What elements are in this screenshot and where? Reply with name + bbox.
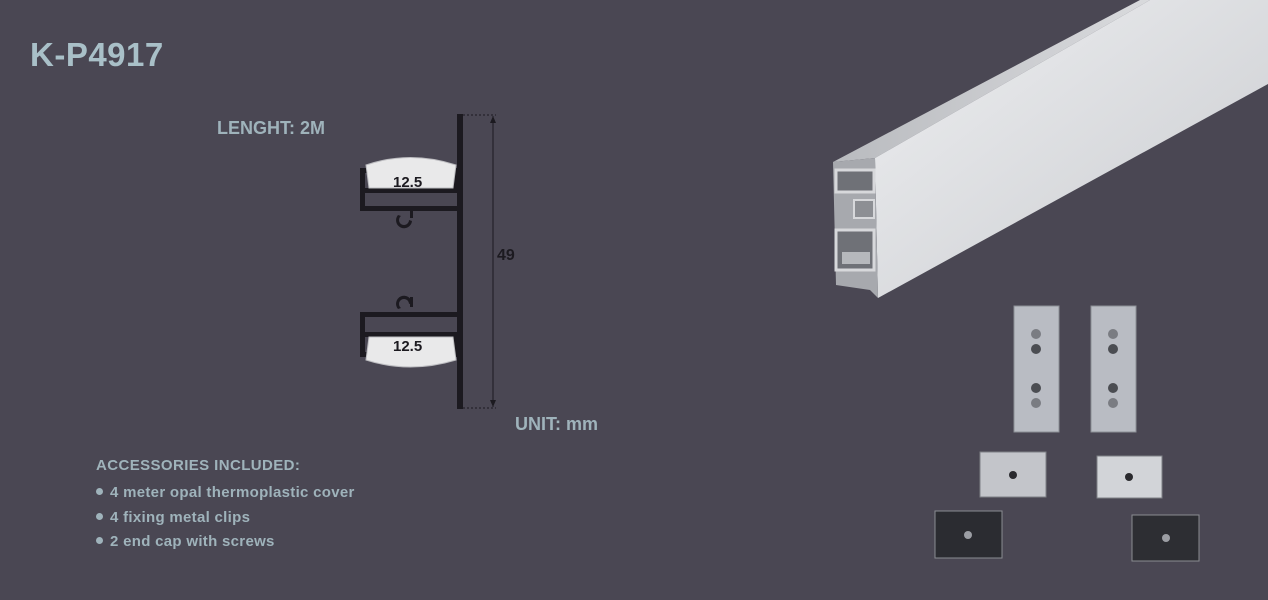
extrusion-face bbox=[875, 0, 1268, 298]
bullet-icon bbox=[96, 512, 103, 520]
arrow-down-icon bbox=[490, 400, 496, 407]
accessory-item: 4 fixing metal clips bbox=[96, 506, 355, 531]
arrow-up-icon bbox=[490, 116, 496, 123]
mounting-clip bbox=[1090, 305, 1137, 433]
accessories-title: ACCESSORIES INCLUDED: bbox=[96, 457, 301, 474]
unit-label: UNIT: mm bbox=[515, 414, 599, 434]
bullet-icon bbox=[96, 537, 103, 544]
top-opal-cover bbox=[365, 157, 457, 189]
end-cap bbox=[1096, 455, 1163, 499]
bottom-opal-cover bbox=[365, 336, 457, 368]
extrusion-end-profile bbox=[833, 158, 878, 298]
end-cap bbox=[934, 510, 1003, 559]
top-channel-width-text: 12.5 bbox=[393, 174, 422, 191]
bottom-channel bbox=[360, 295, 458, 357]
extrusion-top bbox=[833, 0, 1150, 162]
product-code: K-P4917 bbox=[30, 36, 164, 73]
mounting-clip bbox=[1013, 305, 1060, 433]
height-dimension-text: 49 bbox=[497, 247, 515, 264]
height-dimension bbox=[463, 114, 496, 409]
profile-backbone bbox=[457, 114, 463, 409]
accessories-list: 4 meter opal thermoplastic cover 4 fixin… bbox=[96, 481, 355, 555]
top-channel bbox=[360, 168, 458, 229]
end-cap bbox=[1131, 514, 1200, 562]
length-label: LENGHT: 2M bbox=[217, 118, 325, 138]
accessory-item: 4 meter opal thermoplastic cover bbox=[96, 481, 355, 506]
end-cap bbox=[979, 451, 1047, 498]
bullet-icon bbox=[96, 488, 103, 495]
bottom-channel-width-text: 12.5 bbox=[393, 338, 422, 355]
accessory-item: 2 end cap with screws bbox=[96, 530, 355, 555]
